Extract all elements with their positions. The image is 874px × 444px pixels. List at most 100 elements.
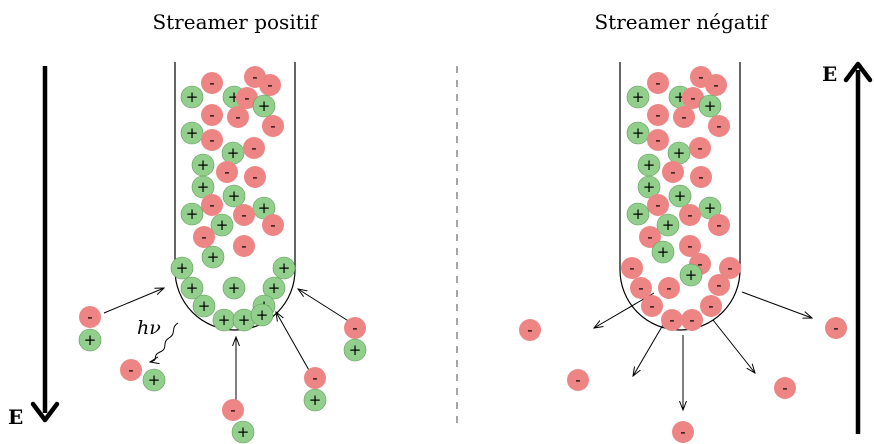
positive-ion: +	[212, 308, 236, 332]
drift-arrow	[741, 291, 812, 318]
svg-text:+: +	[186, 124, 199, 142]
svg-text:+: +	[228, 279, 241, 297]
arrow-down-icon	[30, 66, 60, 423]
electron: -	[662, 161, 684, 183]
electron: -	[682, 87, 704, 109]
svg-text:+: +	[218, 311, 231, 329]
electron: -	[236, 87, 258, 109]
electron: -	[630, 277, 652, 299]
svg-text:-: -	[224, 163, 229, 181]
electron: -	[681, 309, 703, 331]
electron: -	[304, 367, 326, 389]
svg-text:-: -	[209, 106, 214, 124]
positive-ion: +	[698, 196, 722, 220]
svg-text:-: -	[209, 131, 214, 149]
electron: -	[672, 421, 694, 443]
svg-text:-: -	[629, 259, 634, 277]
electron: -	[658, 277, 680, 299]
electron: -	[647, 72, 669, 94]
svg-text:+: +	[657, 243, 670, 261]
electron: -	[233, 235, 255, 257]
electron: -	[567, 369, 589, 391]
svg-text:-: -	[697, 139, 702, 157]
electron: -	[621, 257, 643, 279]
positive-ion: +	[201, 245, 225, 269]
drift-arrow	[276, 312, 311, 373]
svg-text:+: +	[632, 88, 645, 106]
positive-ion: +	[180, 202, 204, 226]
svg-text:-: -	[267, 76, 272, 94]
svg-text:+: +	[349, 341, 362, 359]
electron: -	[243, 137, 265, 159]
svg-text:+: +	[238, 311, 251, 329]
electron: -	[647, 194, 669, 216]
electron: -	[201, 194, 223, 216]
svg-text:-: -	[716, 276, 721, 294]
positive-ion: +	[250, 303, 274, 327]
positive-ion: +	[180, 121, 204, 145]
electron: -	[647, 104, 669, 126]
svg-text:+: +	[258, 199, 271, 217]
positive-ion: +	[626, 85, 650, 109]
electron: -	[193, 226, 215, 248]
title-positive-streamer: Streamer positif	[152, 10, 319, 34]
svg-text:-: -	[655, 106, 660, 124]
electron: -	[216, 161, 238, 183]
positive-ion: +	[262, 276, 286, 300]
electron: -	[647, 129, 669, 151]
electron: -	[679, 235, 701, 257]
electron: -	[705, 74, 727, 96]
positive-ion: +	[667, 141, 691, 165]
svg-text:+: +	[237, 423, 250, 441]
electron: -	[201, 72, 223, 94]
positive-ion: +	[637, 153, 661, 177]
positive-ion: +	[232, 308, 256, 332]
positive-ion: +	[210, 213, 234, 237]
photon-wave	[150, 322, 179, 362]
electron: -	[700, 295, 722, 317]
svg-text:-: -	[230, 401, 235, 419]
svg-text:-: -	[697, 255, 702, 273]
electron: -	[79, 306, 101, 328]
electron: -	[262, 214, 284, 236]
electron: -	[690, 166, 712, 188]
positive-ion: +	[252, 196, 276, 220]
positive-ion: +	[180, 85, 204, 109]
positive-ion: +	[656, 213, 680, 237]
svg-text:-: -	[690, 89, 695, 107]
svg-text:+: +	[704, 199, 717, 217]
svg-text:-: -	[527, 321, 532, 339]
svg-text:-: -	[575, 371, 580, 389]
svg-text:-: -	[209, 196, 214, 214]
svg-text:-: -	[708, 297, 713, 315]
electron: -	[708, 214, 730, 236]
positive-ion: +	[222, 276, 246, 300]
electron: -	[201, 129, 223, 151]
field-label-right: E	[822, 62, 837, 86]
svg-text:-: -	[638, 279, 643, 297]
svg-text:-: -	[352, 319, 357, 337]
electron: -	[689, 137, 711, 159]
electron: -	[262, 115, 284, 137]
positive-ion: +	[191, 153, 215, 177]
svg-text:+: +	[643, 156, 656, 174]
electron: -	[201, 104, 223, 126]
svg-text:+: +	[258, 97, 271, 115]
svg-text:-: -	[833, 319, 838, 337]
positive-ion: +	[637, 175, 661, 199]
svg-text:-: -	[270, 216, 275, 234]
svg-text:-: -	[687, 237, 692, 255]
positive-ion: +	[626, 202, 650, 226]
photon-label: hν	[137, 317, 161, 339]
svg-text:+: +	[309, 391, 322, 409]
svg-text:+: +	[685, 266, 698, 284]
svg-text:+: +	[227, 144, 240, 162]
svg-text:+: +	[228, 187, 241, 205]
svg-text:-: -	[128, 361, 133, 379]
title-negative-streamer: Streamer négatif	[594, 10, 769, 34]
drift-arrows	[103, 288, 812, 410]
svg-text:-: -	[713, 76, 718, 94]
electron: -	[227, 106, 249, 128]
svg-text:+: +	[278, 259, 291, 277]
channel-positive	[174, 62, 296, 331]
